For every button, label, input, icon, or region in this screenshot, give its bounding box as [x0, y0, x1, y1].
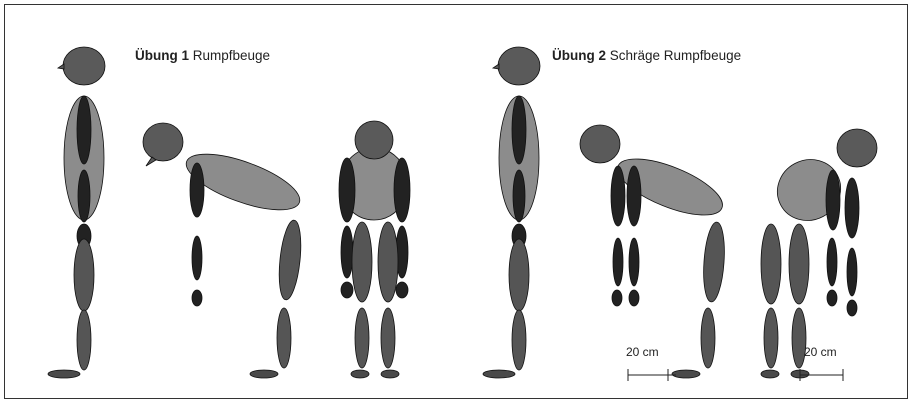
forearm	[513, 170, 525, 222]
thigh	[74, 239, 94, 311]
hand-back	[827, 290, 837, 306]
figure-standing-side-2	[483, 47, 540, 378]
shin	[77, 310, 91, 370]
figure-oblique-bend-right	[761, 129, 877, 378]
right-upper-arm	[394, 158, 410, 222]
figure-standing-side-1	[48, 47, 105, 378]
left-hand	[341, 282, 353, 298]
right-shin	[792, 308, 806, 368]
head	[837, 129, 877, 167]
shin	[277, 308, 291, 368]
figure-forward-bend	[143, 123, 306, 378]
hand-back	[612, 290, 622, 306]
forearm-back	[827, 238, 837, 286]
foot	[250, 370, 278, 378]
thigh	[701, 221, 727, 302]
left-shin	[764, 308, 778, 368]
head	[355, 121, 393, 159]
upper-arm-back	[826, 170, 840, 230]
thigh	[509, 239, 529, 311]
right-shin	[381, 308, 395, 368]
figure-oblique-bend-left	[580, 125, 729, 378]
upper-arm	[77, 96, 91, 164]
forearm	[192, 236, 202, 280]
head	[580, 125, 620, 163]
hand	[192, 290, 202, 306]
left-thigh	[352, 222, 372, 302]
foot	[483, 370, 515, 378]
forearm	[78, 170, 90, 222]
forearm-front	[847, 248, 857, 296]
left-thigh	[761, 224, 781, 304]
left-upper-arm	[339, 158, 355, 222]
measurement-left-label: 20 cm	[626, 345, 659, 359]
foot	[672, 370, 700, 378]
upper-arm	[190, 163, 204, 217]
dimension-left	[628, 369, 676, 381]
nose	[493, 64, 499, 69]
upper-arm-front	[627, 166, 641, 226]
forearm-back	[613, 238, 623, 286]
foot	[48, 370, 80, 378]
measurement-right-label: 20 cm	[804, 345, 837, 359]
upper-arm-front	[845, 178, 859, 238]
right-hand	[396, 282, 408, 298]
right-thigh	[378, 222, 398, 302]
right-thigh	[789, 224, 809, 304]
shin	[701, 308, 715, 368]
figure-bend-front	[339, 121, 410, 378]
forearm-front	[629, 238, 639, 286]
left-shin	[355, 308, 369, 368]
shin	[512, 310, 526, 370]
head	[143, 123, 183, 161]
left-foot	[351, 370, 369, 378]
head	[498, 47, 540, 85]
hand-front	[847, 300, 857, 316]
head	[63, 47, 105, 85]
right-foot	[381, 370, 399, 378]
upper-arm	[512, 96, 526, 164]
hand-front	[629, 290, 639, 306]
upper-arm-back	[611, 166, 625, 226]
thigh	[276, 219, 304, 301]
left-foot	[761, 370, 779, 378]
nose	[58, 64, 64, 69]
left-forearm	[341, 226, 353, 278]
